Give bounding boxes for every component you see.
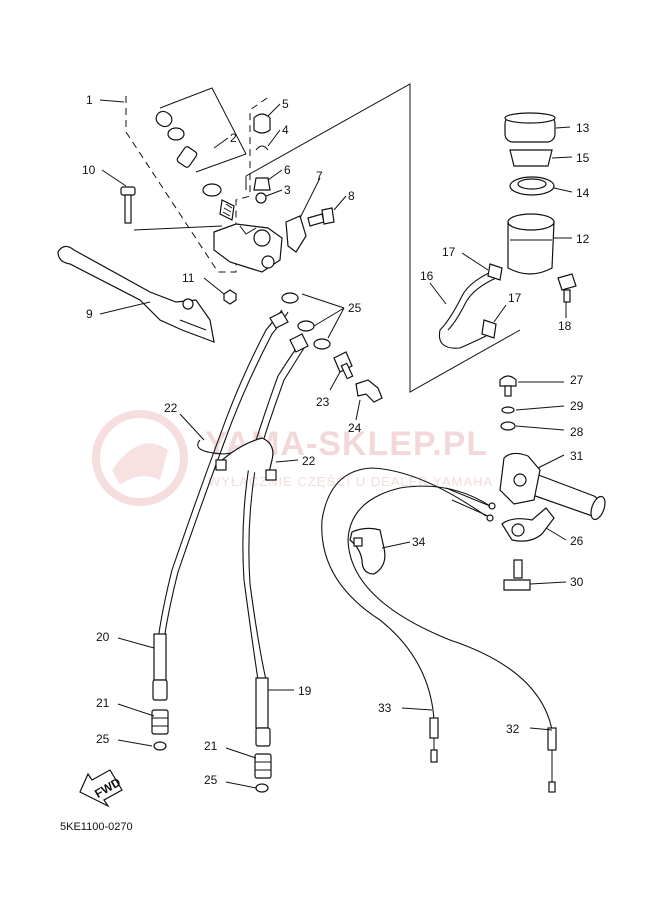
callout-23: 23 [316,395,330,409]
reservoir-holder [509,176,555,196]
callout-26: 26 [570,534,584,548]
callout-30: 30 [570,575,584,589]
callout-21a: 21 [96,696,110,710]
callout-19: 19 [298,684,312,698]
callout-24: 24 [348,421,362,435]
leader-lines [99,99,573,789]
watermark-subtitle: WYŁĄCZNIE CZĘŚCI U DEALER YAMAHA [208,474,493,489]
callout-22a: 22 [164,401,178,415]
brake-hose-20 [151,309,289,751]
callout-25c: 25 [204,773,218,787]
callout-21b: 21 [204,739,218,753]
callout-12: 12 [576,232,590,246]
callout-25a: 25 [348,301,362,315]
reservoir-cap [504,112,556,143]
washer-28 [500,421,516,431]
callout-16: 16 [420,269,434,283]
hose-clip-lower [481,319,497,339]
brake-hose-joint [355,379,383,403]
brake-lever [57,245,215,343]
callout-11: 11 [182,271,195,285]
callout-34: 34 [412,535,426,549]
throttle-cable-33 [321,467,487,763]
reservoir-inset-frame [245,83,521,393]
callout-4: 4 [282,123,289,137]
callout-2: 2 [230,131,237,145]
callout-5: 5 [282,97,289,111]
reservoir-bolt [557,273,577,303]
callout-27: 27 [570,373,584,387]
housing-screw-30 [503,559,531,591]
throttle-housing-lower [501,507,555,542]
holder-bolt [307,207,335,227]
forward-arrow: FWD [79,769,123,808]
callout-33: 33 [378,701,392,715]
spring-washer-29 [501,406,515,414]
pivot-bolt [120,186,136,224]
throttle-housing-upper [499,452,541,505]
callout-20: 20 [96,630,110,644]
piston-kit [155,87,247,221]
watermark: YAMA-SKLEP.PL WYŁĄCZNIE CZĘŚCI U DEALER … [92,410,493,506]
pivot-nut [223,289,237,305]
callout-29: 29 [570,399,584,413]
housing-screw-27 [499,375,517,397]
reservoir-tank [507,213,555,275]
brake-hose-19 [242,333,309,793]
union-bolt [333,351,354,380]
reservoir-diaphragm [509,149,553,167]
callout-31: 31 [570,449,584,463]
cable-holder-34 [349,527,386,575]
lever-pivot-parts [253,113,271,204]
reservoir-hose [438,267,501,349]
callout-18: 18 [558,319,572,333]
callout-1: 1 [86,93,93,107]
callout-13: 13 [576,121,590,135]
callout-32: 32 [506,722,520,736]
hose-clamp-guide [215,437,277,481]
callout-25b: 25 [96,732,110,746]
callout-3: 3 [284,183,291,197]
throttle-grip [519,467,606,521]
callout-17a: 17 [442,245,456,259]
callout-9: 9 [86,307,93,321]
holder-bracket [285,215,307,253]
callout-15: 15 [576,151,590,165]
callout-28: 28 [570,425,584,439]
callout-8: 8 [348,189,355,203]
callout-14: 14 [576,186,590,200]
callout-7: 7 [316,169,323,183]
callout-labels: 1 2 3 4 5 6 7 8 9 10 11 12 13 14 15 16 1… [82,93,590,787]
callout-6: 6 [284,163,291,177]
callout-17b: 17 [508,291,522,305]
diagram-code: 5KE1100-0270 [60,821,133,833]
hose-clip-upper [487,263,503,281]
callout-10: 10 [82,163,96,177]
master-cylinder-body [213,223,283,273]
callout-22b: 22 [302,454,316,468]
cable-ends [445,487,496,522]
